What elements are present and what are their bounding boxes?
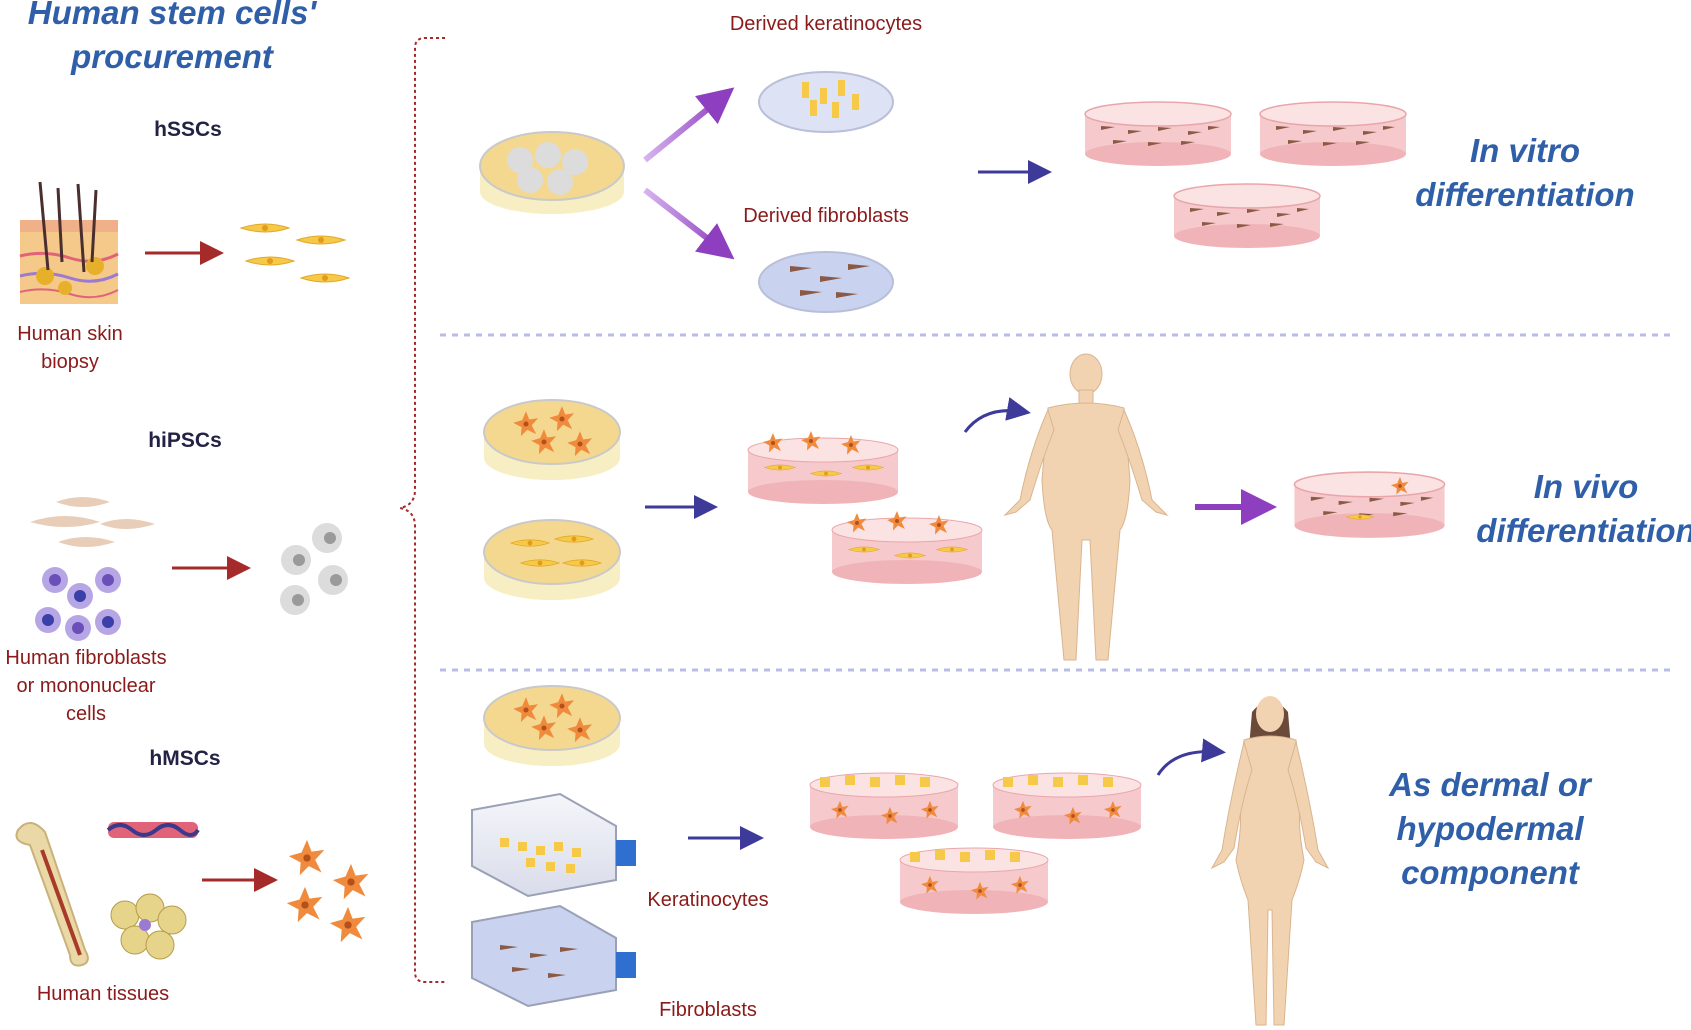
hipscs-label: hiPSCs (148, 429, 222, 452)
in-vivo-line-1: In vivo (1534, 468, 1639, 505)
mononuclear-cells-icon (35, 567, 121, 641)
graft-dish-1 (747, 431, 899, 504)
fibroblast-flask (471, 904, 636, 1008)
skin-model-invitro (1084, 101, 1407, 249)
dermal-graft-1 (809, 772, 959, 839)
skin-biopsy-line-1: Human skin (17, 323, 123, 345)
dermal-line-3: component (1401, 854, 1581, 891)
dermal-line-1: As dermal or (1388, 766, 1593, 803)
skin-biopsy-icon (19, 181, 119, 304)
in-vitro-line-2: differentiation (1415, 176, 1634, 213)
skin-model-invivo (1293, 471, 1446, 539)
male-body-icon (1003, 353, 1169, 661)
hipscs-cells (280, 523, 348, 615)
dermal-line-2: hypodermal (1396, 810, 1584, 847)
grouping-brace (399, 37, 445, 983)
stem-cell-dish (479, 131, 625, 214)
title-line-2: procurement (70, 38, 275, 75)
fibroblasts-origin-line-2: or mononuclear (17, 675, 156, 697)
hsscs-cells (240, 223, 350, 283)
blood-vessel-icon (106, 822, 200, 838)
msc-dish (483, 685, 621, 766)
adipose-tissue-icon (110, 893, 187, 960)
arrow-to-fibroblasts (643, 187, 735, 260)
arrow-to-keratinocytes (643, 87, 735, 163)
hmscs-label: hMSCs (149, 747, 220, 770)
fibroblasts-origin-line-1: Human fibroblasts (5, 647, 166, 669)
keratinocyte-dish (758, 71, 894, 133)
title-line-1: Human stem cells' (28, 0, 318, 31)
skin-biopsy-line-2: biopsy (41, 351, 99, 373)
derived-fibroblasts-label: Derived fibroblasts (743, 205, 909, 227)
dermal-graft-3 (899, 847, 1049, 914)
graft-dish-2 (831, 511, 983, 584)
in-vitro-line-1: In vitro (1470, 132, 1580, 169)
orange-cell-dish (483, 399, 621, 480)
keratinocyte-flask (471, 792, 636, 898)
human-tissues-label: Human tissues (37, 983, 169, 1005)
in-vivo-line-2: differentiation (1476, 512, 1691, 549)
curved-arrow-to-female (1156, 738, 1226, 776)
fibroblasts-label: Fibroblasts (659, 999, 757, 1021)
fibroblast-dish (758, 251, 894, 313)
yellow-cell-dish (483, 519, 621, 600)
fibroblasts-origin-line-3: cells (66, 703, 106, 725)
keratinocytes-label: Keratinocytes (647, 889, 768, 911)
hsscs-label: hSSCs (154, 118, 222, 141)
fibroblast-cells-icon (30, 497, 155, 547)
hmscs-cells (286, 839, 369, 943)
female-body-icon (1210, 696, 1330, 1026)
curved-arrow-to-male (963, 397, 1031, 433)
bone-icon (15, 822, 89, 967)
derived-keratinocytes-label: Derived keratinocytes (730, 13, 922, 35)
dermal-graft-2 (992, 772, 1142, 839)
